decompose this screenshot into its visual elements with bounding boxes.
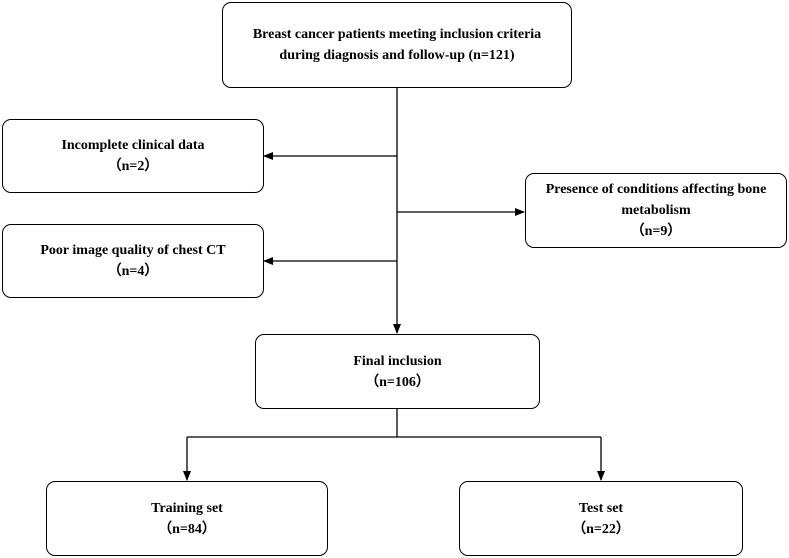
- incomplete-data-count: （n=2）: [107, 159, 159, 174]
- incomplete-data-label: Incomplete clinical data: [61, 138, 205, 153]
- bone-metabolism-line-2: metabolism: [621, 203, 691, 218]
- final-inclusion-count: （n=106）: [365, 374, 430, 390]
- poor-image-quality-label: Poor image quality of chest CT: [40, 243, 226, 258]
- training-set-box: Training set （n=84）: [46, 481, 328, 556]
- final-inclusion-label: Final inclusion: [353, 353, 442, 369]
- bone-metabolism-box: Presence of conditions affecting bone me…: [525, 173, 787, 248]
- poor-image-quality-count: （n=4）: [107, 264, 159, 279]
- bone-metabolism-line-1: Presence of conditions affecting bone: [545, 182, 767, 197]
- test-set-count: （n=22）: [572, 521, 630, 537]
- bone-metabolism-count: （n=9）: [630, 224, 682, 239]
- poor-image-quality-box: Poor image quality of chest CT （n=4）: [2, 224, 264, 298]
- enrolled-line-2: during diagnosis and follow-up (n=121): [279, 48, 515, 63]
- enrolled-line-1: Breast cancer patients meeting inclusion…: [252, 27, 542, 42]
- training-set-count: （n=84）: [158, 521, 216, 537]
- training-set-label: Training set: [151, 500, 223, 516]
- test-set-label: Test set: [578, 500, 624, 516]
- test-set-box: Test set （n=22）: [459, 481, 743, 556]
- incomplete-data-box: Incomplete clinical data （n=2）: [2, 119, 264, 193]
- final-inclusion-box: Final inclusion （n=106）: [255, 334, 540, 409]
- enrolled-patients-box: Breast cancer patients meeting inclusion…: [222, 2, 572, 88]
